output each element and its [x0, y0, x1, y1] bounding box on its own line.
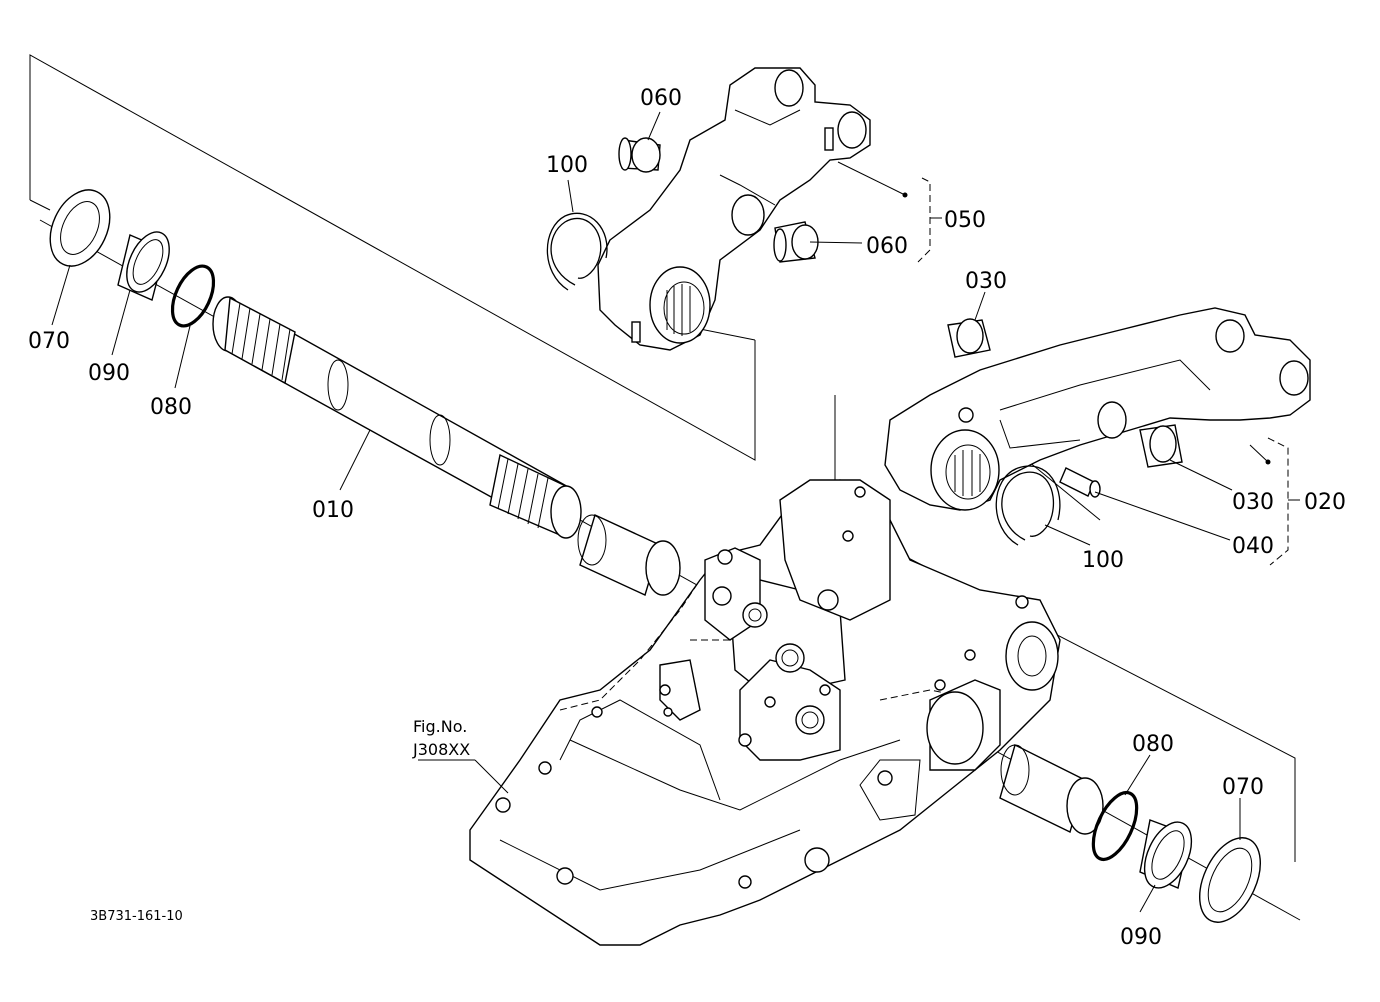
callout-collar-right: 090 — [1120, 925, 1162, 950]
callout-pin: 040 — [1232, 534, 1274, 559]
callout-left-arm: 050 — [944, 208, 986, 233]
callout-right-arm-bushing-bottom: 030 — [1232, 490, 1274, 515]
callout-washer-right: 070 — [1222, 775, 1264, 800]
fig-no-label: Fig.No. — [413, 717, 467, 736]
callout-shaft: 010 — [312, 498, 354, 523]
drawing-code: 3B731-161-10 — [90, 909, 183, 924]
callout-washer-left: 070 — [28, 329, 70, 354]
lift-shaft — [212, 296, 582, 539]
callout-left-arm-bushing-bottom: 060 — [866, 234, 908, 259]
callout-snap-ring-left: 100 — [546, 153, 588, 178]
callout-right-arm-bushing-top: 030 — [965, 269, 1007, 294]
hydraulic-housing — [469, 479, 1061, 946]
small-parts — [49, 137, 1261, 923]
callout-collar-left: 090 — [88, 361, 130, 386]
callout-oring-right: 080 — [1132, 732, 1174, 757]
callout-snap-ring-right: 100 — [1082, 548, 1124, 573]
callout-right-arm: 020 — [1304, 490, 1346, 515]
leader-lines — [51, 111, 1300, 913]
figure-reference: Fig.No. J308XX — [412, 717, 470, 759]
left-lift-arm — [597, 67, 871, 351]
fig-no-value: J308XX — [412, 740, 470, 759]
callout-oring-left: 080 — [150, 395, 192, 420]
right-lift-arm — [884, 307, 1311, 511]
callout-left-arm-bushing-top: 060 — [640, 86, 682, 111]
callout-labels: 070 090 080 010 100 060 060 050 030 030 … — [28, 86, 1346, 950]
